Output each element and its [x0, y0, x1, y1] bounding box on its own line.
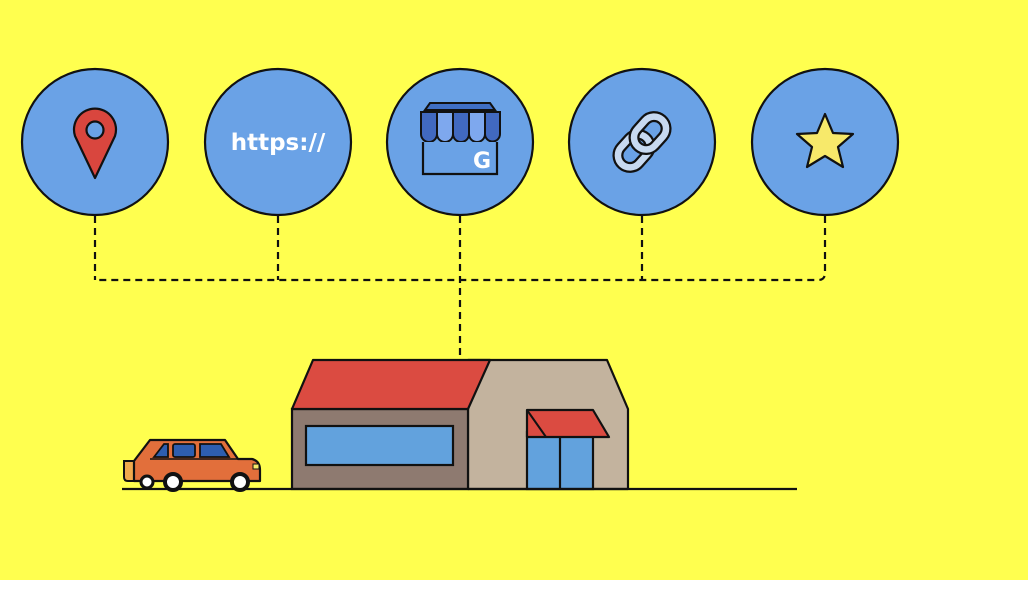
car-icon — [123, 438, 262, 492]
google-business-storefront-icon: G — [385, 67, 535, 217]
illustration-canvas: https:// G — [0, 0, 1028, 580]
star-review-icon — [750, 67, 900, 217]
dashed-connectors — [93, 216, 827, 358]
building-window — [304, 424, 455, 467]
google-g-logo: G — [473, 149, 491, 174]
https-label: https:// — [231, 130, 326, 156]
door-awning — [525, 408, 611, 439]
https-url-icon: https:// — [203, 67, 353, 217]
location-pin-icon — [20, 67, 170, 217]
chain-link-icon — [567, 67, 717, 217]
storefront-building — [290, 358, 630, 491]
bottom-white-strip — [0, 580, 1028, 592]
